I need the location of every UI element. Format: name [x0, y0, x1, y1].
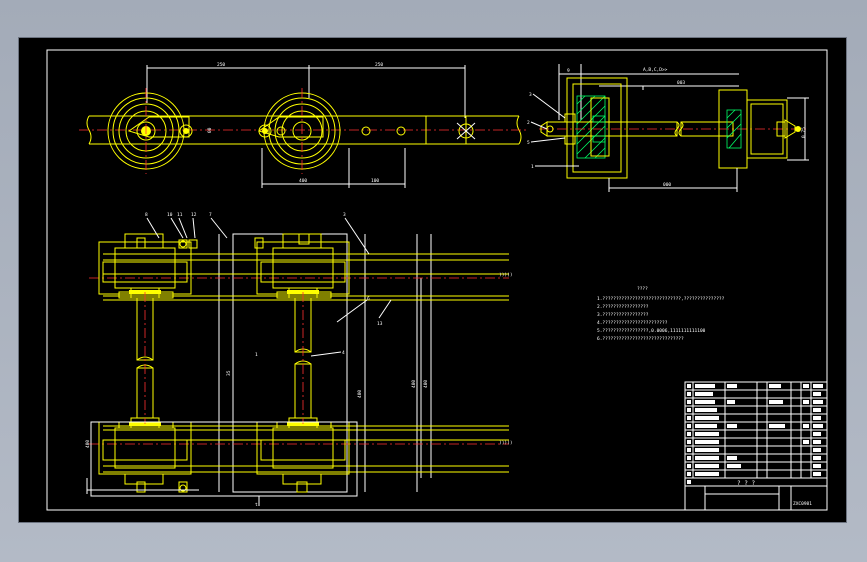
svg-text:))))): ))))): [499, 272, 513, 278]
note-line: 1.?????????????????????????????,????????…: [597, 296, 725, 302]
svg-text:8: 8: [145, 212, 148, 218]
svg-text:10: 10: [167, 212, 173, 218]
svg-text:9: 9: [567, 68, 570, 74]
svg-text:400: 400: [357, 390, 363, 398]
svg-text:1: 1: [531, 164, 534, 170]
note-line: 5.?????????????????,0.0006,1111111111100: [597, 328, 706, 334]
svg-text:400: 400: [85, 440, 91, 448]
svg-text:000: 000: [663, 182, 671, 188]
svg-text:35: 35: [226, 370, 232, 376]
svg-text:003: 003: [677, 80, 685, 86]
top-elevation-view: 250 250: [79, 62, 529, 188]
svg-text:6: 6: [367, 296, 370, 302]
svg-text:2: 2: [527, 120, 530, 126]
plan-view: 35 400 400 400 ))))) ))))): [85, 212, 513, 508]
title-block: ? ? ? ZXC0981: [684, 381, 828, 511]
svg-text:00: 00: [207, 127, 213, 133]
svg-text:400: 400: [299, 178, 307, 184]
svg-text:0.75: 0.75: [801, 127, 807, 138]
section-label: A,B,C,D>>: [643, 67, 668, 73]
svg-text:3: 3: [529, 92, 532, 98]
technical-notes: ???? 1.?????????????????????????????,???…: [597, 286, 725, 342]
svg-text:400: 400: [411, 380, 417, 388]
drawing-name: ? ? ?: [737, 480, 755, 487]
svg-text:3: 3: [343, 212, 346, 218]
notes-title: ????: [637, 286, 648, 292]
svg-text:100: 100: [371, 178, 379, 184]
note-line: 4.????????????????????????: [597, 320, 668, 326]
svg-text:250: 250: [217, 62, 225, 68]
svg-text:7: 7: [209, 212, 212, 218]
svg-text:13: 13: [377, 321, 383, 327]
svg-text:12: 12: [191, 212, 197, 218]
note-line: 2.?????????????????: [597, 304, 649, 310]
note-line: 3.?????????????????: [597, 312, 649, 318]
note-line: 6.??????????????????????????????: [597, 336, 684, 342]
cad-drawing: 250 250: [46, 49, 828, 511]
section-view: A,B,C,D>> 003 9: [527, 64, 809, 192]
svg-text:400: 400: [423, 380, 429, 388]
drawing-border: [46, 49, 828, 511]
svg-text:1: 1: [255, 352, 258, 358]
svg-text:t: t: [255, 502, 258, 508]
cad-viewport[interactable]: 250 250: [19, 38, 846, 522]
svg-text:4: 4: [342, 350, 345, 356]
svg-text:11: 11: [177, 212, 183, 218]
drawing-number: ZXC0981: [793, 501, 812, 507]
svg-text:))))): ))))): [499, 440, 513, 446]
svg-text:5: 5: [527, 140, 530, 146]
svg-text:250: 250: [375, 62, 383, 68]
